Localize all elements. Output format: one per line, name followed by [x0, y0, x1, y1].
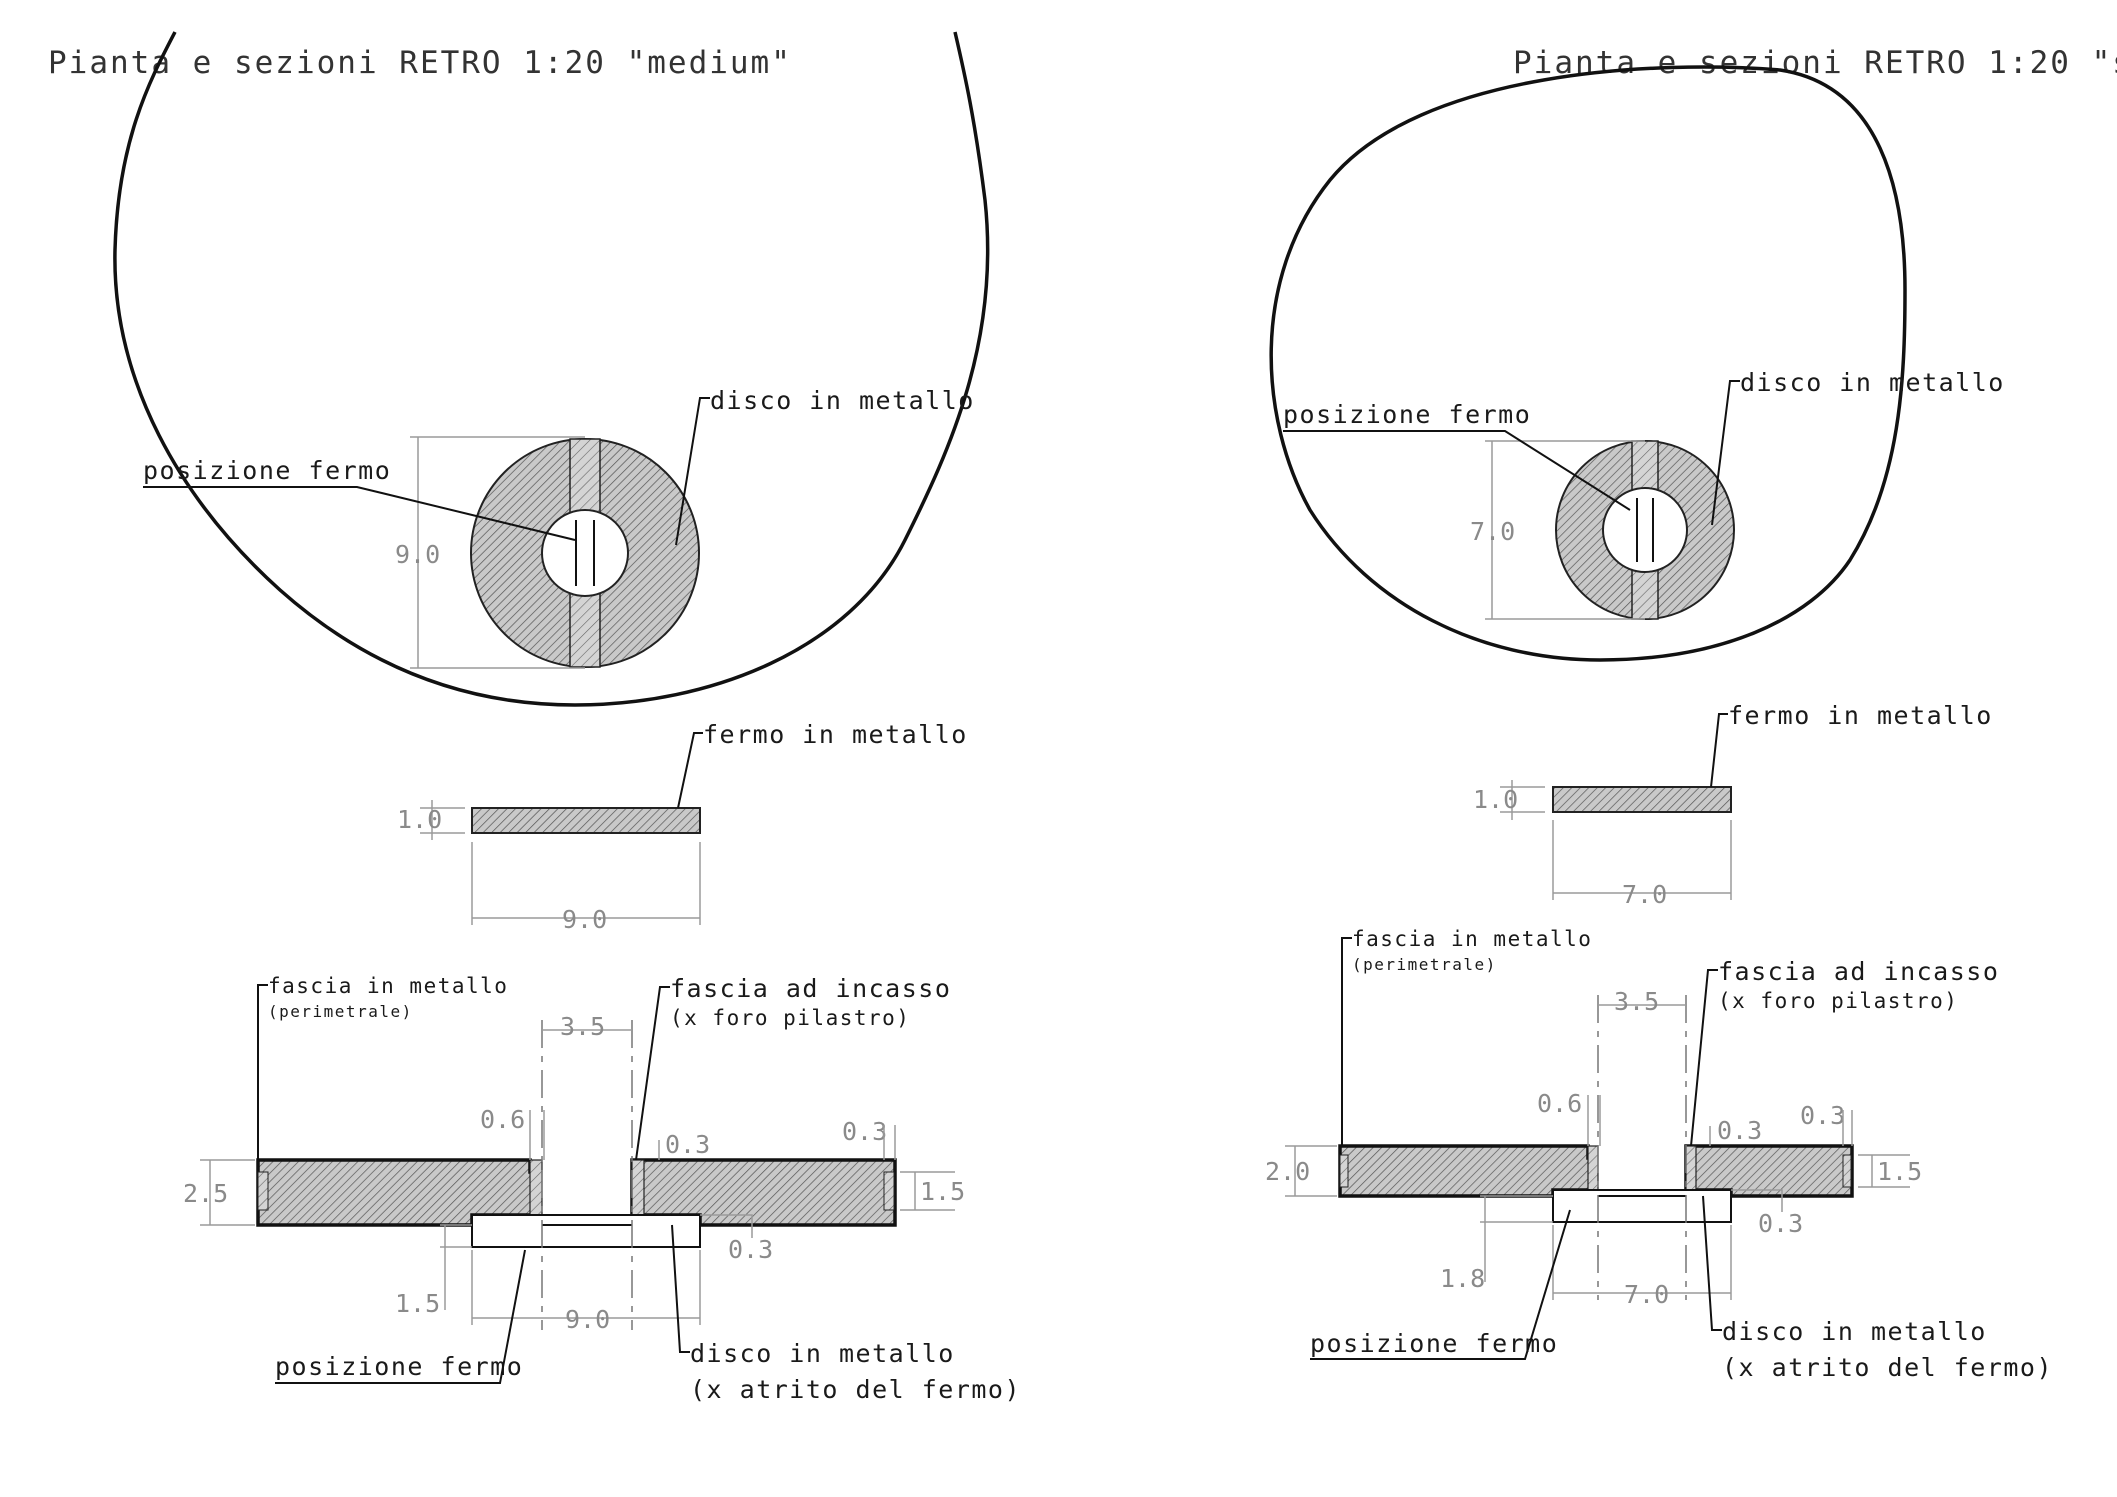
- medium-stop: fermo in metallo 1.0 9.0: [397, 720, 968, 934]
- small-section: 3.5 0.6 0.3 0.3 2.0 1.5 0.3 1.8: [1265, 927, 2053, 1382]
- small-plan-disc-label: disco in metallo: [1740, 368, 2005, 397]
- small-section-disc-note: (x atrito del fermo): [1722, 1353, 2053, 1382]
- medium-section-position-label: posizione fermo: [275, 1352, 523, 1381]
- small-section-dim-03-right: 0.3: [1800, 1101, 1845, 1130]
- medium-section-dim-03-bottom: 0.3: [728, 1235, 773, 1264]
- medium-section-dim-03-top: 0.3: [665, 1130, 710, 1159]
- medium-plan-dimension: 9.0: [395, 436, 585, 669]
- small-stop-thickness: 1.0: [1473, 785, 1518, 814]
- small-recessed-note: (x foro pilastro): [1718, 989, 1958, 1013]
- medium-band-label: fascia in metallo: [268, 974, 508, 998]
- medium-section-dim-06: 0.6: [480, 1105, 525, 1134]
- small-section-dim-03-bottom: 0.3: [1758, 1209, 1803, 1238]
- medium-title: Pianta e sezioni RETRO 1:20 "medium": [48, 45, 792, 81]
- small-section-dim-18-left: 1.8: [1440, 1264, 1485, 1293]
- medium-plan-position-label: posizione fermo: [143, 456, 391, 485]
- medium-plan-disc-label: disco in metallo: [710, 386, 975, 415]
- medium-section-dim-15-right: 1.5: [920, 1177, 965, 1206]
- medium-stop-label: fermo in metallo: [703, 720, 968, 749]
- small-recessed-label: fascia ad incasso: [1718, 957, 1999, 986]
- medium-plan-diameter: 9.0: [395, 540, 440, 569]
- small-section-dim-03-top: 0.3: [1717, 1116, 1762, 1145]
- medium-stop-thickness: 1.0: [397, 805, 442, 834]
- medium-section-disc-width: 9.0: [565, 1305, 610, 1334]
- small-section-disc-width: 7.0: [1624, 1280, 1669, 1309]
- medium-section-gap: 3.5: [560, 1012, 605, 1041]
- small-section-disc-label: disco in metallo: [1722, 1317, 1987, 1346]
- medium-recessed-label: fascia ad incasso: [670, 974, 951, 1003]
- small-plan-diameter: 7.0: [1470, 517, 1515, 546]
- medium-sheet: Pianta e sezioni RETRO 1:20 "medium" 9.0…: [48, 31, 1021, 1404]
- small-plan-position-label: posizione fermo: [1283, 400, 1531, 429]
- small-section-position-label: posizione fermo: [1310, 1329, 1558, 1358]
- small-plan-disc: [1555, 440, 1735, 620]
- medium-section-dim-15-left: 1.5: [395, 1289, 440, 1318]
- small-table-outline: [1269, 65, 1907, 662]
- small-title: Pianta e sezioni RETRO 1:20 "small": [1513, 45, 2117, 81]
- small-stop-label: fermo in metallo: [1728, 701, 1993, 730]
- medium-section-height: 2.5: [183, 1179, 228, 1208]
- medium-plan-disc: [470, 438, 700, 668]
- medium-section-dim-03-right: 0.3: [842, 1117, 887, 1146]
- small-stop-width: 7.0: [1622, 880, 1667, 909]
- medium-stop-width: 9.0: [562, 905, 607, 934]
- medium-section-disc-note: (x atrito del fermo): [690, 1375, 1021, 1404]
- small-section-gap: 3.5: [1614, 987, 1659, 1016]
- medium-section-disc-label: disco in metallo: [690, 1339, 955, 1368]
- small-section-height: 2.0: [1265, 1157, 1310, 1186]
- small-plan-dimension: 7.0: [1470, 440, 1645, 620]
- small-section-dim-06: 0.6: [1537, 1089, 1582, 1118]
- small-band-label: fascia in metallo: [1352, 927, 1592, 951]
- medium-band-note: (perimetrale): [268, 1002, 413, 1021]
- medium-section: 3.5 0.6 0.3 0.3 2.5 1.5 0.3 1.5: [183, 974, 1021, 1404]
- small-sheet: Pianta e sezioni RETRO 1:20 "small" 7.0 …: [1265, 45, 2117, 1382]
- small-band-note: (perimetrale): [1352, 955, 1497, 974]
- small-stop: fermo in metallo 1.0 7.0: [1473, 701, 1993, 909]
- medium-recessed-note: (x foro pilastro): [670, 1006, 910, 1030]
- small-section-dim-15-right: 1.5: [1877, 1157, 1922, 1186]
- medium-table-outline: [113, 31, 990, 707]
